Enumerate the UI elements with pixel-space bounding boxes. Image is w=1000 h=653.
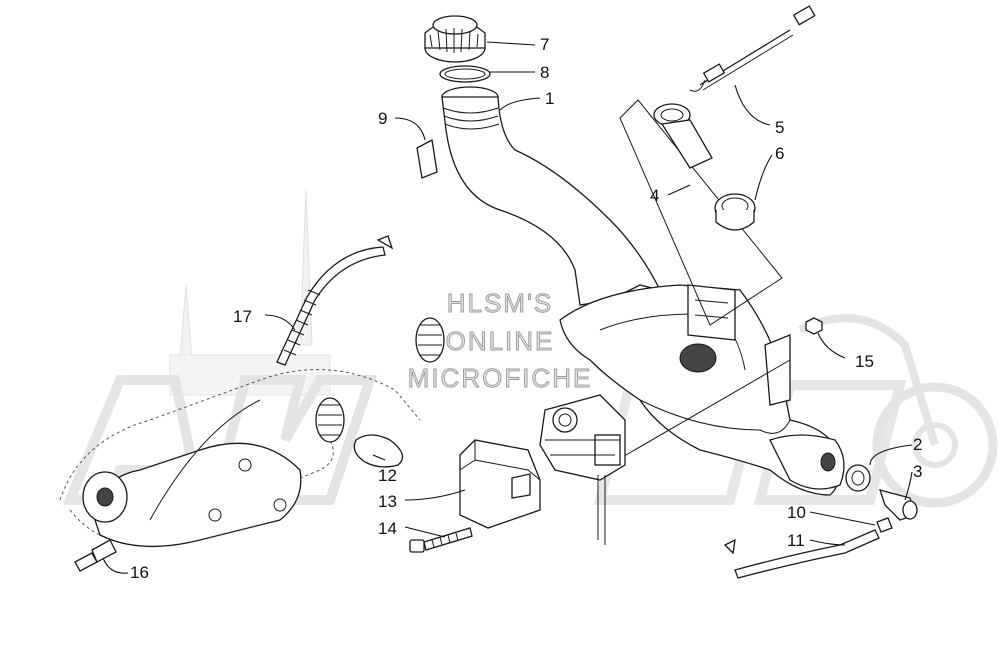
watermark-line-1: HLSM'S <box>447 288 554 318</box>
o-ring <box>439 65 491 83</box>
fuel-gauge-assembly <box>619 99 783 326</box>
leader-lines <box>102 41 913 574</box>
fuel-hose <box>276 235 394 366</box>
label-17: 17 <box>233 307 252 326</box>
watermark-text: HLSM'S ONLINE MICROFICHE <box>407 288 593 394</box>
label-5: 5 <box>775 118 784 137</box>
label-14: 14 <box>378 519 397 538</box>
label-11: 11 <box>787 531 805 550</box>
label-6: 6 <box>775 144 784 163</box>
label-8: 8 <box>540 63 549 82</box>
label-3: 3 <box>913 462 922 481</box>
label-2: 2 <box>913 435 922 454</box>
watermark-line-2: ONLINE <box>446 326 555 356</box>
label-1: 1 <box>545 89 554 108</box>
watermark-line-3: MICROFICHE <box>408 363 593 393</box>
gauge-wire <box>689 5 816 92</box>
fitting <box>74 539 117 572</box>
part-labels: 7 8 1 9 5 6 4 17 15 2 3 12 13 14 10 11 1… <box>130 35 922 582</box>
fuel-cap <box>424 15 486 63</box>
electronic-box <box>459 439 541 529</box>
label-7: 7 <box>540 35 549 54</box>
hose-clamp <box>353 434 404 468</box>
hose-clamp-small <box>876 517 893 533</box>
nut <box>805 317 823 335</box>
label-10: 10 <box>787 503 806 522</box>
vent-hose <box>723 529 880 579</box>
bolt <box>409 527 473 553</box>
grommet <box>845 464 871 492</box>
drive-assembly <box>59 317 445 548</box>
decal <box>416 138 438 179</box>
watermark-logo <box>62 189 998 508</box>
label-4: 4 <box>650 186 659 205</box>
tank-bracket <box>764 334 791 406</box>
label-9: 9 <box>378 109 387 128</box>
label-15: 15 <box>855 352 874 371</box>
label-16: 16 <box>130 563 149 582</box>
label-12: 12 <box>378 466 397 485</box>
carburetor <box>539 394 626 545</box>
label-13: 13 <box>378 492 397 511</box>
fuel-tank <box>441 86 845 496</box>
